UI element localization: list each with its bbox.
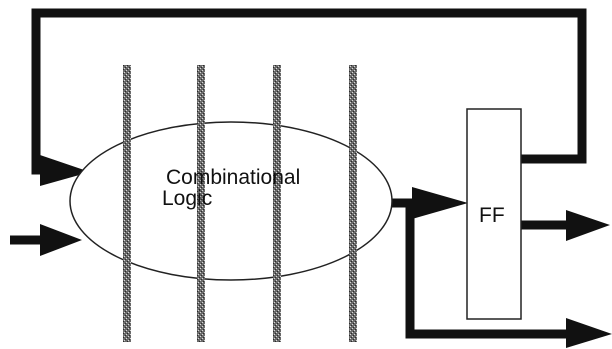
logic-label-line1: Combinational	[166, 166, 300, 189]
combinational-logic-block	[69, 121, 393, 281]
flip-flop-block	[466, 108, 522, 320]
flip-flop-label: FF	[479, 204, 505, 227]
logic-label-line2: Logic	[162, 187, 212, 210]
ff-output-arrowhead	[566, 210, 610, 241]
ff-input-arrowhead	[412, 187, 468, 219]
feedback-arrowhead	[40, 155, 90, 186]
bypass-arrowhead	[566, 318, 612, 348]
feedback-wire	[31, 8, 587, 175]
bypass-wire	[405, 203, 570, 339]
input-arrowhead	[40, 224, 82, 256]
